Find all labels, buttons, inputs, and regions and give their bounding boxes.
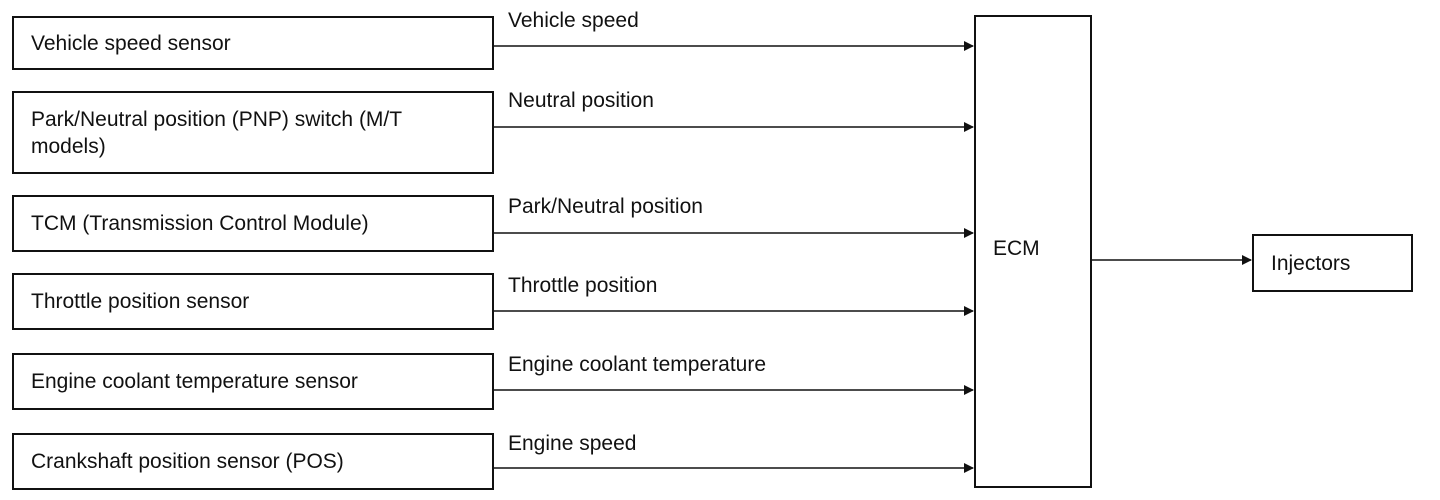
engine-coolant-temperature-signal-label: Engine coolant temperature bbox=[508, 353, 766, 376]
injectors-box: Injectors bbox=[1252, 234, 1413, 292]
ecm-box: ECM bbox=[974, 15, 1092, 488]
ecm-label: ECM bbox=[993, 237, 1040, 260]
engine-speed-signal-label: Engine speed bbox=[508, 432, 637, 455]
engine-coolant-temperature-sensor-label: Engine coolant temperature sensor bbox=[31, 370, 358, 393]
pnp-switch-label: Park/Neutral position (PNP) switch (M/T … bbox=[31, 107, 402, 158]
tcm-label: TCM (Transmission Control Module) bbox=[31, 212, 369, 235]
vehicle-speed-signal-label: Vehicle speed bbox=[508, 9, 639, 32]
vehicle-speed-sensor-label: Vehicle speed sensor bbox=[31, 31, 231, 55]
crankshaft-position-sensor-box: Crankshaft position sensor (POS) bbox=[12, 433, 494, 490]
throttle-position-sensor-label: Throttle position sensor bbox=[31, 290, 250, 313]
throttle-position-signal-label: Throttle position bbox=[508, 274, 658, 297]
vehicle-speed-sensor-box: Vehicle speed sensor bbox=[12, 16, 494, 70]
neutral-position-signal-label: Neutral position bbox=[508, 89, 654, 112]
throttle-position-sensor-box: Throttle position sensor bbox=[12, 273, 494, 330]
engine-coolant-temperature-sensor-box: Engine coolant temperature sensor bbox=[12, 353, 494, 410]
crankshaft-position-sensor-label: Crankshaft position sensor (POS) bbox=[31, 450, 344, 473]
injectors-label: Injectors bbox=[1271, 251, 1351, 275]
pnp-switch-box: Park/Neutral position (PNP) switch (M/T … bbox=[12, 91, 494, 174]
tcm-box: TCM (Transmission Control Module) bbox=[12, 195, 494, 252]
park-neutral-position-signal-label: Park/Neutral position bbox=[508, 195, 703, 218]
